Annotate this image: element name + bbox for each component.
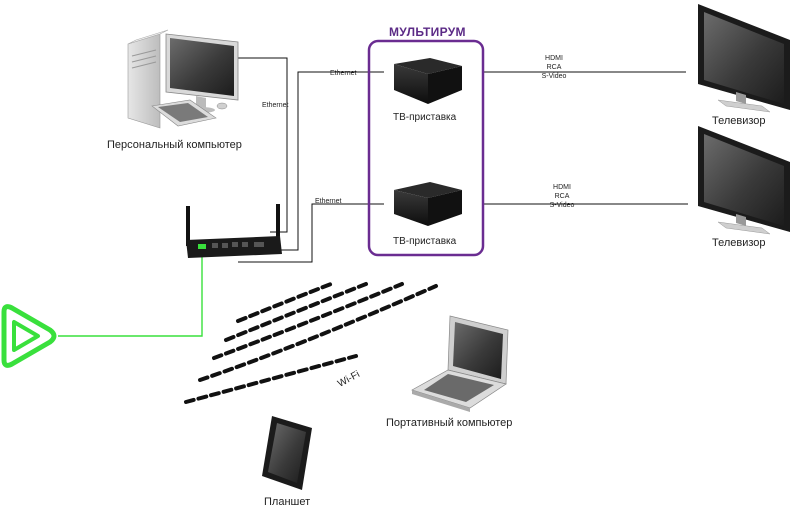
label-video-1: HDMI RCA S-Video — [536, 54, 572, 81]
tablet-icon — [262, 416, 312, 490]
label-video-2-svideo: S-Video — [549, 202, 575, 209]
label-video-1-rca: RCA — [546, 64, 562, 71]
label-pc: Персональный компьютер — [107, 139, 242, 151]
label-video-1-svideo: S-Video — [541, 73, 567, 80]
router-icon — [186, 204, 282, 258]
label-stb-1: ТВ-приставка — [393, 112, 457, 123]
set-top-box-icon-2 — [394, 182, 462, 226]
laptop-icon — [411, 315, 509, 412]
label-video-2: HDMI RCA S-Video — [544, 183, 580, 210]
play-logo-icon — [1, 304, 57, 368]
logo-link-line — [58, 248, 203, 337]
label-video-2-hdmi: HDMI — [553, 184, 571, 191]
wifi-waves — [184, 282, 438, 404]
label-tv-1: Телевизор — [712, 115, 766, 127]
label-ethernet-stb-1: Ethernet — [330, 70, 357, 77]
label-ethernet-stb-2: Ethernet — [315, 198, 342, 205]
diagram-title: МУЛЬТИРУМ — [389, 25, 466, 39]
desktop-pc-icon — [127, 29, 239, 129]
label-tv-2: Телевизор — [712, 237, 766, 249]
tv-icon-1 — [698, 4, 790, 113]
label-video-2-rca: RCA — [554, 193, 570, 200]
label-video-1-hdmi: HDMI — [545, 55, 563, 62]
label-stb-2: ТВ-приставка — [393, 236, 457, 247]
set-top-box-icon-1 — [394, 58, 462, 104]
multiroom-frame — [367, 39, 485, 257]
label-laptop: Портативный компьютер — [386, 417, 513, 429]
tv-icon-2 — [698, 126, 790, 235]
label-tablet: Планшет — [264, 496, 311, 508]
label-ethernet-pc: Ethernet — [262, 102, 289, 109]
